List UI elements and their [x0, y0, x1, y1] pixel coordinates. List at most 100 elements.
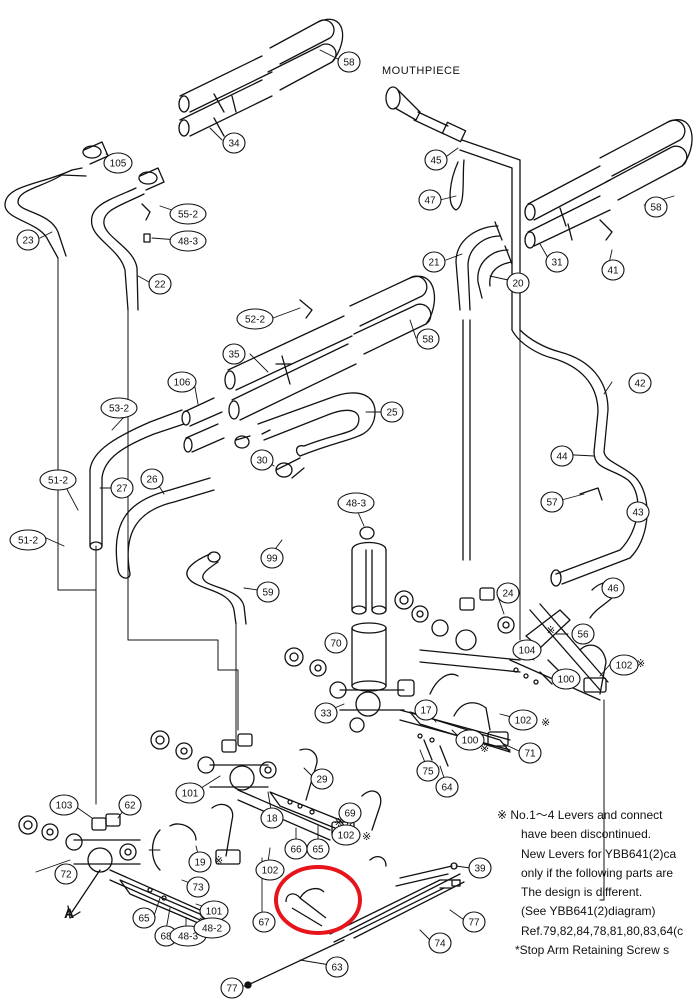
callout-oval [256, 581, 280, 603]
callout-oval [338, 802, 362, 824]
callout-oval [609, 654, 639, 676]
callout-oval [455, 729, 485, 751]
callout-oval [49, 794, 79, 816]
part-number: 21 [428, 258, 440, 269]
part-number: 106 [174, 378, 191, 389]
part-callout: 57 [540, 491, 564, 513]
part-callout: 52-2 [236, 308, 274, 330]
part-callout: 70 [324, 632, 348, 654]
part-callout: 64 [435, 776, 459, 798]
part-callout: 27 [110, 477, 134, 499]
part-callout: 41 [601, 259, 625, 281]
part-callout: 59 [256, 581, 280, 603]
part-callout: 53-2 [100, 397, 138, 419]
callout-oval [169, 230, 207, 252]
valve-block-17 [284, 587, 521, 751]
callout-oval [186, 876, 210, 898]
part-callout: 77 [220, 977, 244, 999]
ref-mark: ※ [362, 830, 371, 843]
part-number: 43 [632, 508, 644, 519]
callout-oval [310, 768, 334, 790]
mouthpiece-label: MOUTHPIECE [382, 65, 460, 77]
callout-oval [175, 782, 205, 804]
part-number: 67 [258, 918, 270, 929]
part-number: 101 [206, 907, 223, 918]
callout-oval [252, 911, 276, 933]
ref-mark: ※ [480, 742, 489, 755]
callout-oval [518, 742, 542, 764]
part-number: 72 [60, 870, 72, 881]
callout-oval [103, 152, 133, 174]
part-number: 105 [110, 159, 127, 170]
ref-mark: ※ [214, 854, 223, 867]
part-number: 52-2 [245, 315, 265, 326]
callout-oval [416, 328, 440, 350]
part-callout: 103 [49, 794, 79, 816]
part-number: 17 [420, 706, 432, 717]
callout-oval [188, 851, 212, 873]
callout-oval [571, 623, 595, 645]
callout-oval [222, 343, 246, 365]
part-callout: 18 [260, 807, 284, 829]
part-number: 51-2 [48, 476, 68, 487]
arrow-a-label: A [64, 905, 74, 921]
part-callout: 58 [337, 51, 361, 73]
callout-oval [508, 709, 538, 731]
crook-27 [89, 409, 185, 551]
callout-oval [140, 468, 164, 490]
part-callout: 43 [626, 501, 650, 523]
part-number: 71 [524, 749, 536, 760]
part-callout: 19 [188, 851, 212, 873]
part-callout: 104 [512, 639, 542, 661]
callout-oval [169, 203, 207, 225]
part-number: 41 [607, 266, 619, 277]
crook-22 [90, 167, 165, 311]
note-line: Ref.79,82,84,78,81,80,83,64(c [521, 923, 684, 938]
part-number: 48-3 [346, 499, 366, 510]
part-callouts: 58341052355-248-3224547582120314152-2583… [9, 51, 668, 999]
callout-oval [132, 907, 156, 929]
part-number: 65 [138, 914, 150, 925]
part-callout: 66 [284, 838, 308, 860]
part-number: 101 [182, 789, 199, 800]
part-callout: 102 [255, 859, 285, 881]
part-number: 68 [160, 932, 172, 943]
part-callout: 33 [314, 702, 338, 724]
part-number: 47 [424, 196, 436, 207]
callout-oval [512, 639, 542, 661]
callout-oval [462, 911, 486, 933]
callout-oval [506, 272, 530, 294]
part-number: 18 [266, 814, 278, 825]
callout-oval [496, 582, 520, 604]
part-callout: 74 [428, 932, 452, 954]
part-callout: 23 [16, 229, 40, 251]
callout-oval [628, 372, 652, 394]
callout-oval [167, 371, 197, 393]
part-number: 64 [441, 783, 453, 794]
part-callout: 17 [414, 699, 438, 721]
callout-oval [325, 956, 349, 978]
part-number: 57 [546, 498, 558, 509]
part-number: 66 [290, 845, 302, 856]
part-number: 23 [22, 236, 34, 247]
part-callout: 100 [455, 729, 485, 751]
part-callout: 26 [140, 468, 164, 490]
part-callout: 55-2 [169, 203, 207, 225]
part-callout: 34 [222, 132, 246, 154]
part-callout: 25 [380, 401, 404, 423]
part-number: 53-2 [109, 404, 129, 415]
callout-oval [418, 189, 442, 211]
note-line: The design is different. [521, 885, 643, 900]
part-number: 100 [558, 675, 575, 686]
callout-oval [601, 577, 625, 599]
part-callout: 102 [508, 709, 538, 731]
part-callout: 51-2 [39, 469, 77, 491]
callout-oval [306, 838, 330, 860]
part-number: 63 [331, 963, 343, 974]
part-number: 100 [462, 736, 479, 747]
part-callout: 72 [54, 863, 78, 885]
part-number: 59 [262, 588, 274, 599]
part-callout: 102 [331, 824, 361, 846]
callout-oval [193, 917, 231, 939]
callout-oval [468, 857, 492, 879]
